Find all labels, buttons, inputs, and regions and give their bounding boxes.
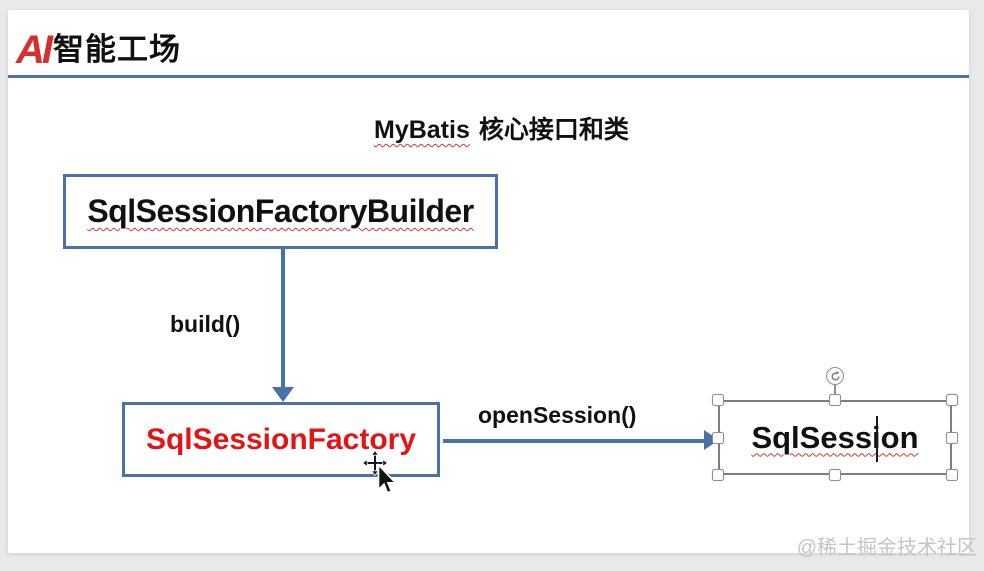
selection-handle-w[interactable] [712,432,724,444]
selection-handle-e[interactable] [946,432,958,444]
move-cursor-icon [361,449,402,503]
watermark: @稀土掘金技术社区 [796,537,977,559]
brand-logo-name: 智能工场 [53,32,181,67]
shape-label: SqlSessionFactoryBuilder [87,193,474,229]
header-divider-line [8,75,969,78]
selection-handle-sw[interactable] [712,469,724,481]
build-arrow-line [281,249,285,389]
selection-handle-ne[interactable] [946,394,958,406]
shape-sqlsessionfactory[interactable]: SqlSessionFactory [122,402,440,477]
open-session-arrow-line [443,439,706,443]
selection-handle-se[interactable] [946,469,958,481]
slide-title-rest: 核心接口和类 [478,116,629,144]
shape-label: SqlSession [751,419,919,455]
rotate-handle-stem [834,385,836,395]
shape-label: SqlSessionFactory [145,422,417,456]
rotate-icon [831,370,840,380]
rotate-handle[interactable] [826,367,844,385]
arrow-down-icon [272,387,294,402]
build-arrow-label[interactable]: build() [170,311,241,337]
open-session-arrow-label[interactable]: openSession() [478,402,637,428]
selection-handle-nw[interactable] [712,394,724,406]
shape-sqlsessionfactorybuilder[interactable]: SqlSessionFactoryBuilder [63,174,498,249]
slide-title[interactable]: MyBatis 核心接口和类 [374,110,629,146]
brand-logo-ai-mark: AI [16,28,53,72]
text-caret [876,416,878,462]
selection-handle-s[interactable] [829,469,841,481]
selection-handle-n[interactable] [829,394,841,406]
brand-logo: AI智能工场 [16,24,181,70]
slide-title-keyword: MyBatis [374,116,470,144]
shape-sqlsession-selected[interactable]: SqlSession [718,400,952,475]
